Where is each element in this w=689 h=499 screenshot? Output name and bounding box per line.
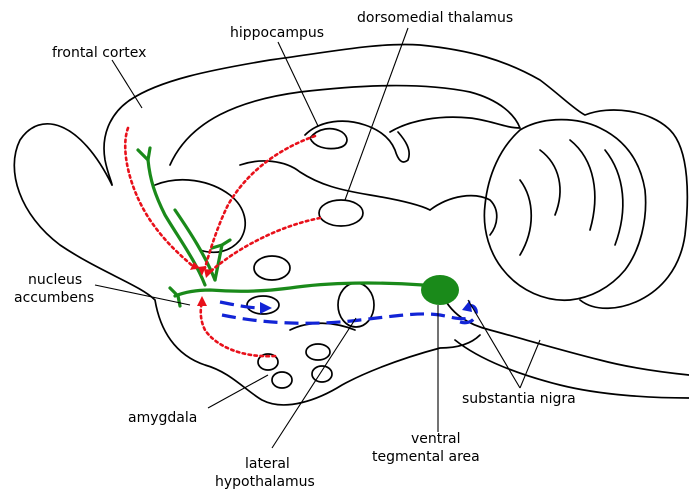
cerebellum-fold-3 xyxy=(605,150,623,245)
brainstem-lower xyxy=(455,340,689,398)
amygdala-structure-2 xyxy=(272,372,292,388)
hippocampal-curve xyxy=(305,121,409,162)
dorsomedial-thalamus-structure xyxy=(319,200,363,226)
label-substantia-nigra: substantia nigra xyxy=(462,391,576,407)
blue-arrowhead-2 xyxy=(462,300,472,312)
cortex-fork-2 xyxy=(148,148,150,160)
leader-substantia-nigra-1 xyxy=(468,300,520,388)
cerebellum-fold-1 xyxy=(540,150,560,215)
hypothalamus-contour xyxy=(290,323,355,330)
mammillary-structure xyxy=(306,344,330,360)
na-terminal-2 xyxy=(178,296,180,306)
thalamus-input xyxy=(210,218,320,272)
brainstem-outline xyxy=(440,290,689,375)
hippocampus-loop xyxy=(310,129,347,149)
label-nucleus-accumbens-2: accumbens xyxy=(14,290,94,306)
label-amygdala: amygdala xyxy=(128,410,197,426)
label-dorsomedial-thalamus: dorsomedial thalamus xyxy=(357,10,513,26)
label-vta-2: tegmental area xyxy=(372,449,480,465)
label-frontal-cortex: frontal cortex xyxy=(52,45,146,61)
mesolimbic-main-trunk xyxy=(175,283,423,296)
leader-amygdala xyxy=(208,375,268,408)
leader-dorsomedial-thalamus xyxy=(345,28,408,200)
striatum-outline xyxy=(155,180,245,253)
arrowhead-amygdala xyxy=(197,296,207,306)
accumbens-to-hypothalamus-path xyxy=(220,302,262,308)
amygdala-structure-3 xyxy=(312,366,332,382)
nucleus-accumbens-structure xyxy=(254,256,290,280)
label-lateral-hypothalamus-2: hypothalamus xyxy=(215,474,315,490)
label-lateral-hypothalamus-1: lateral xyxy=(245,456,290,472)
cortex-fork-1 xyxy=(138,150,148,160)
cerebellum-outline xyxy=(484,120,645,301)
label-vta-1: ventral xyxy=(411,431,461,447)
cerebellum-fold-2 xyxy=(570,140,595,230)
brain-outline xyxy=(14,44,689,404)
leader-lines xyxy=(95,28,540,448)
tectum-outline xyxy=(430,196,497,235)
label-nucleus-accumbens-1: nucleus xyxy=(28,272,82,288)
leader-frontal-cortex xyxy=(112,60,142,108)
leader-lateral-hypothalamus xyxy=(272,318,356,448)
leader-substantia-nigra-2 xyxy=(520,340,540,388)
cerebellum-fold-4 xyxy=(520,180,531,255)
cortex-inner-arc xyxy=(170,86,520,165)
label-hippocampus: hippocampus xyxy=(230,25,324,41)
vta-blob xyxy=(421,275,459,305)
thalamus-region xyxy=(240,161,430,210)
